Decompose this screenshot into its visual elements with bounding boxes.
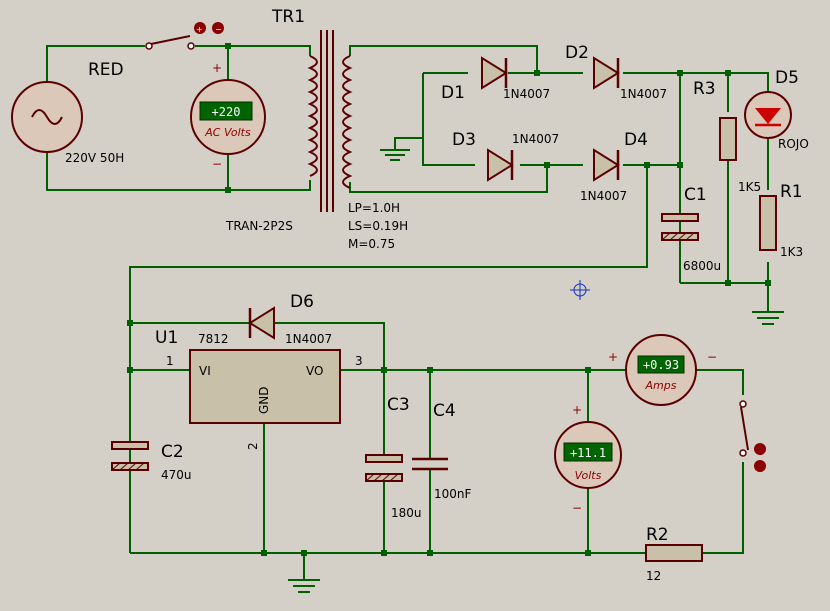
resistor-r3[interactable]: R3 1K5: [693, 79, 761, 194]
transformer-param-m: M=0.75: [348, 237, 395, 251]
dc-voltmeter[interactable]: +11.1 Volts + −: [554, 403, 622, 515]
ac-voltmeter-minus: −: [212, 157, 222, 171]
regulator-part: 7812: [198, 332, 229, 346]
capacitor-c1[interactable]: C1 6800u: [661, 185, 721, 273]
capacitor-c2-name: C2: [161, 442, 184, 462]
diode-d1[interactable]: D1 1N4007: [441, 56, 550, 103]
regulator-pin1: 1: [166, 354, 174, 368]
transformer-name: TR1: [271, 7, 305, 27]
led-d5-name: D5: [775, 68, 799, 88]
wires: [46, 45, 769, 580]
diode-d1-part: 1N4007: [503, 87, 550, 101]
resistor-r2-name: R2: [646, 525, 669, 545]
diode-d4-part: 1N4007: [580, 189, 627, 203]
capacitor-c4-name: C4: [433, 401, 456, 421]
diode-d6-part: 1N4007: [285, 332, 332, 346]
junction-nodes: [127, 43, 771, 556]
resistor-r2-value: 12: [646, 569, 661, 583]
diode-d3-name: D3: [452, 130, 476, 150]
resistor-r3-name: R3: [693, 79, 716, 99]
capacitor-c1-value: 6800u: [683, 259, 721, 273]
diode-d2-part: 1N4007: [620, 87, 667, 101]
voltmeter-reading: +11.1: [570, 446, 606, 460]
ammeter-plus: +: [608, 350, 618, 364]
regulator-name: U1: [155, 328, 178, 348]
diode-d3[interactable]: D3 1N4007: [452, 130, 559, 182]
regulator-pin3: 3: [355, 354, 363, 368]
diode-d3-part: 1N4007: [512, 132, 559, 146]
ammeter-unit: Amps: [645, 379, 677, 392]
ammeter[interactable]: +0.93 Amps + −: [608, 334, 717, 406]
ammeter-reading: +0.93: [643, 358, 679, 372]
voltmeter-plus: +: [572, 403, 582, 417]
resistor-r1[interactable]: R1 1K3: [759, 182, 803, 259]
ac-voltmeter-reading: +220: [212, 105, 241, 119]
transformer-param-ls: LS=0.19H: [348, 219, 408, 233]
ac-voltmeter-plus: +: [212, 61, 222, 75]
diode-d1-name: D1: [441, 83, 465, 103]
led-d5[interactable]: D5 ROJO: [744, 68, 809, 151]
capacitor-c2-value: 470u: [161, 468, 192, 482]
ground-main: [288, 579, 320, 593]
mains-switch[interactable]: + −: [145, 22, 224, 50]
resistor-r2[interactable]: R2 12: [645, 525, 703, 583]
regulator-pin-vo: VO: [306, 364, 323, 378]
led-d5-color-label: ROJO: [778, 137, 809, 151]
source-name: RED: [88, 60, 124, 80]
capacitor-c4[interactable]: C4 100nF: [412, 401, 472, 501]
ground-secondary: [380, 149, 410, 161]
regulator-u1[interactable]: U1 7812 VI VO GND 1 2 3: [155, 328, 363, 450]
ac-voltmeter-unit: AC Volts: [204, 126, 251, 139]
regulator-pin-gnd: GND: [257, 386, 271, 414]
resistor-r3-value: 1K5: [738, 180, 761, 194]
capacitor-c3[interactable]: C3 180u: [365, 395, 422, 520]
ac-voltmeter[interactable]: +220 AC Volts + −: [190, 61, 266, 171]
capacitor-c4-value: 100nF: [434, 487, 472, 501]
diode-d4-name: D4: [624, 130, 648, 150]
capacitor-c1-name: C1: [684, 185, 707, 205]
transformer-model: TRAN-2P2S: [225, 219, 293, 233]
diode-d6[interactable]: D6 1N4007: [248, 292, 332, 346]
transformer-tr1[interactable]: TR1 TRAN-2P2S LP=1.0H LS=0.19H M=0.75: [225, 7, 408, 251]
source-rating: 220V 50H: [65, 151, 124, 165]
load-switch[interactable]: [739, 400, 766, 472]
diode-d6-name: D6: [290, 292, 314, 312]
diode-d2-name: D2: [565, 43, 589, 63]
crosshair-cursor-icon: [570, 280, 590, 300]
diode-d2[interactable]: D2 1N4007: [565, 43, 667, 101]
ground-led: [752, 311, 784, 325]
ac-source[interactable]: RED 220V 50H: [11, 60, 124, 165]
capacitor-c2[interactable]: C2 470u: [111, 441, 192, 482]
voltmeter-unit: Volts: [575, 469, 602, 482]
voltmeter-minus: −: [572, 501, 582, 515]
diode-d4[interactable]: D4 1N4007: [580, 130, 648, 203]
transformer-param-lp: LP=1.0H: [348, 201, 400, 215]
capacitor-c3-value: 180u: [391, 506, 422, 520]
ammeter-minus: −: [707, 350, 717, 364]
led-d5-color: [755, 108, 781, 124]
svg-text:−: −: [215, 25, 222, 34]
resistor-r1-value: 1K3: [780, 245, 803, 259]
capacitor-c3-name: C3: [387, 395, 410, 415]
regulator-pin2: 2: [246, 442, 260, 450]
regulator-pin-vi: VI: [199, 364, 211, 378]
resistor-r1-name: R1: [780, 182, 803, 202]
svg-text:+: +: [196, 25, 203, 34]
